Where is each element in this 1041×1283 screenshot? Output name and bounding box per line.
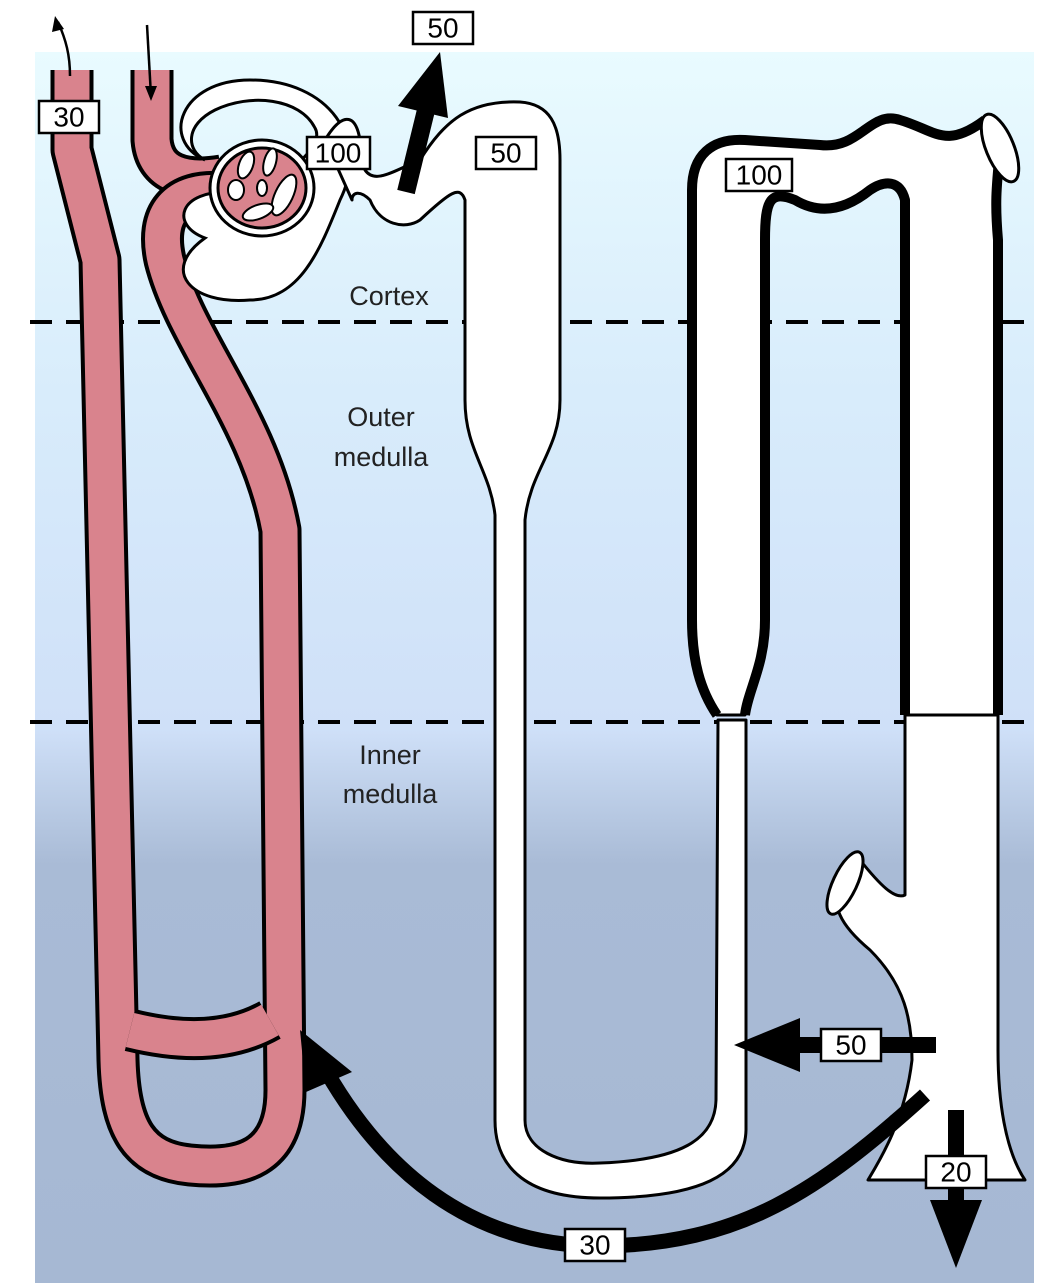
label-proximal-tubule: 50 — [474, 135, 538, 171]
reabsorption-arrow — [397, 52, 448, 195]
collecting-duct — [825, 713, 1027, 1182]
label-excreted: 20 — [924, 1154, 988, 1190]
zone-label-outer-medulla-1: Outer — [347, 402, 415, 432]
glomerulus — [208, 138, 316, 238]
label-reabsorbed-proximal: 50 — [411, 10, 475, 46]
svg-text:30: 30 — [53, 102, 84, 133]
proximal-tubule-and-loop — [323, 100, 748, 1200]
label-thick-ascending-limb: 100 — [724, 157, 794, 193]
vessel-inflow-arrow — [145, 24, 157, 101]
zone-label-inner-medulla-2: medulla — [343, 779, 439, 809]
svg-text:50: 50 — [835, 1030, 866, 1061]
vasa-recta — [50, 70, 307, 1188]
vessel-outflow-arrow — [52, 16, 72, 77]
zone-label-outer-medulla-2: medulla — [334, 442, 430, 472]
svg-text:30: 30 — [579, 1230, 610, 1261]
label-collecting-duct-secretion: 50 — [819, 1027, 883, 1063]
label-vasa-recta-out: 30 — [37, 99, 101, 135]
label-recycled: 30 — [563, 1227, 627, 1263]
zone-label-cortex: Cortex — [349, 281, 429, 311]
svg-text:100: 100 — [315, 138, 362, 169]
zone-label-inner-medulla-1: Inner — [359, 740, 421, 770]
svg-text:50: 50 — [427, 13, 458, 44]
thick-ascending-limb — [687, 112, 1021, 718]
svg-text:20: 20 — [940, 1157, 971, 1188]
label-bowmans-capsule: 100 — [305, 135, 372, 171]
svg-text:100: 100 — [736, 160, 783, 191]
svg-text:50: 50 — [490, 138, 521, 169]
